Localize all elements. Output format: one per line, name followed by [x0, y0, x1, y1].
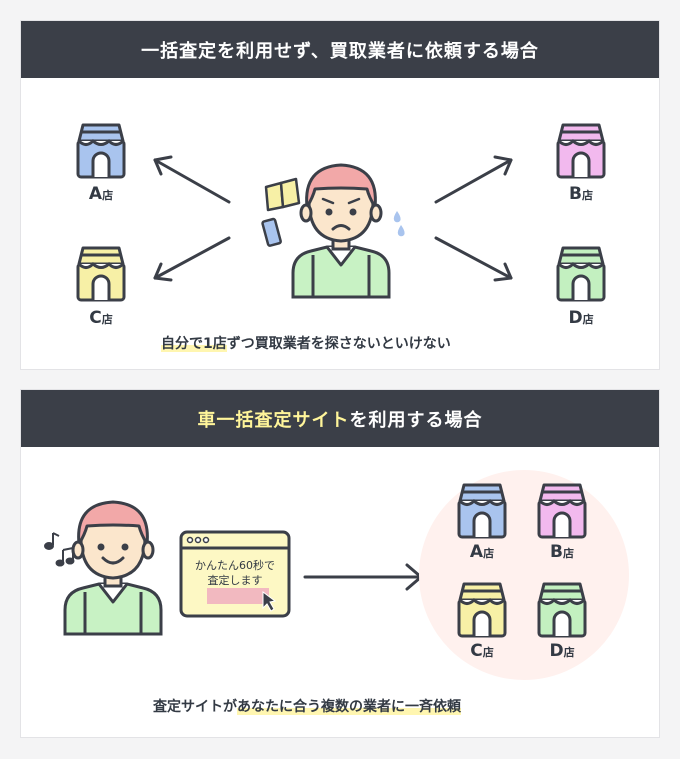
store-b-label: B店: [569, 184, 593, 204]
book-icon: [264, 177, 301, 212]
store-c-label: C店: [89, 308, 113, 328]
store-group-circle: [419, 470, 629, 680]
panel-without-bulk-assessment: 一括査定を利用せず、買取業者に依頼する場合 A店 C店 B店 D店: [20, 20, 660, 370]
happy-person-icon: [63, 500, 163, 636]
section2-caption: 査定サイトがあなたに合う複数の業者に一斉依頼: [153, 699, 461, 715]
sweat-drops-icon: [393, 211, 405, 237]
music-notes-icon: [44, 532, 75, 567]
worried-person-icon: [291, 163, 391, 299]
panel-with-bulk-assessment: 車一括査定サイトを利用する場合 かんたん60秒で 査定し: [20, 389, 660, 738]
store-c-label: C店: [470, 641, 494, 661]
store-d-label: D店: [549, 641, 575, 661]
section1-caption: 自分で1店ずつ買取業者を探さないといけない: [161, 336, 451, 352]
browser-text: かんたん60秒で 査定します: [195, 559, 275, 587]
smartphone-icon: [261, 217, 282, 247]
store-d-icon: [534, 580, 590, 640]
store-d-label: D店: [568, 308, 594, 328]
assessment-site-window-icon: [179, 530, 291, 618]
section2-title: 車一括査定サイトを利用する場合: [21, 390, 659, 447]
store-b-label: B店: [550, 542, 574, 562]
store-b-icon: [534, 481, 590, 541]
store-a-icon: [454, 481, 510, 541]
arrow-right-icon: [303, 563, 423, 591]
arrows-icon: [153, 155, 513, 282]
store-c-icon: [454, 580, 510, 640]
section1-title: 一括査定を利用せず、買取業者に依頼する場合: [21, 21, 659, 78]
store-a-label: A店: [88, 184, 114, 204]
store-a-label: A店: [469, 542, 495, 562]
